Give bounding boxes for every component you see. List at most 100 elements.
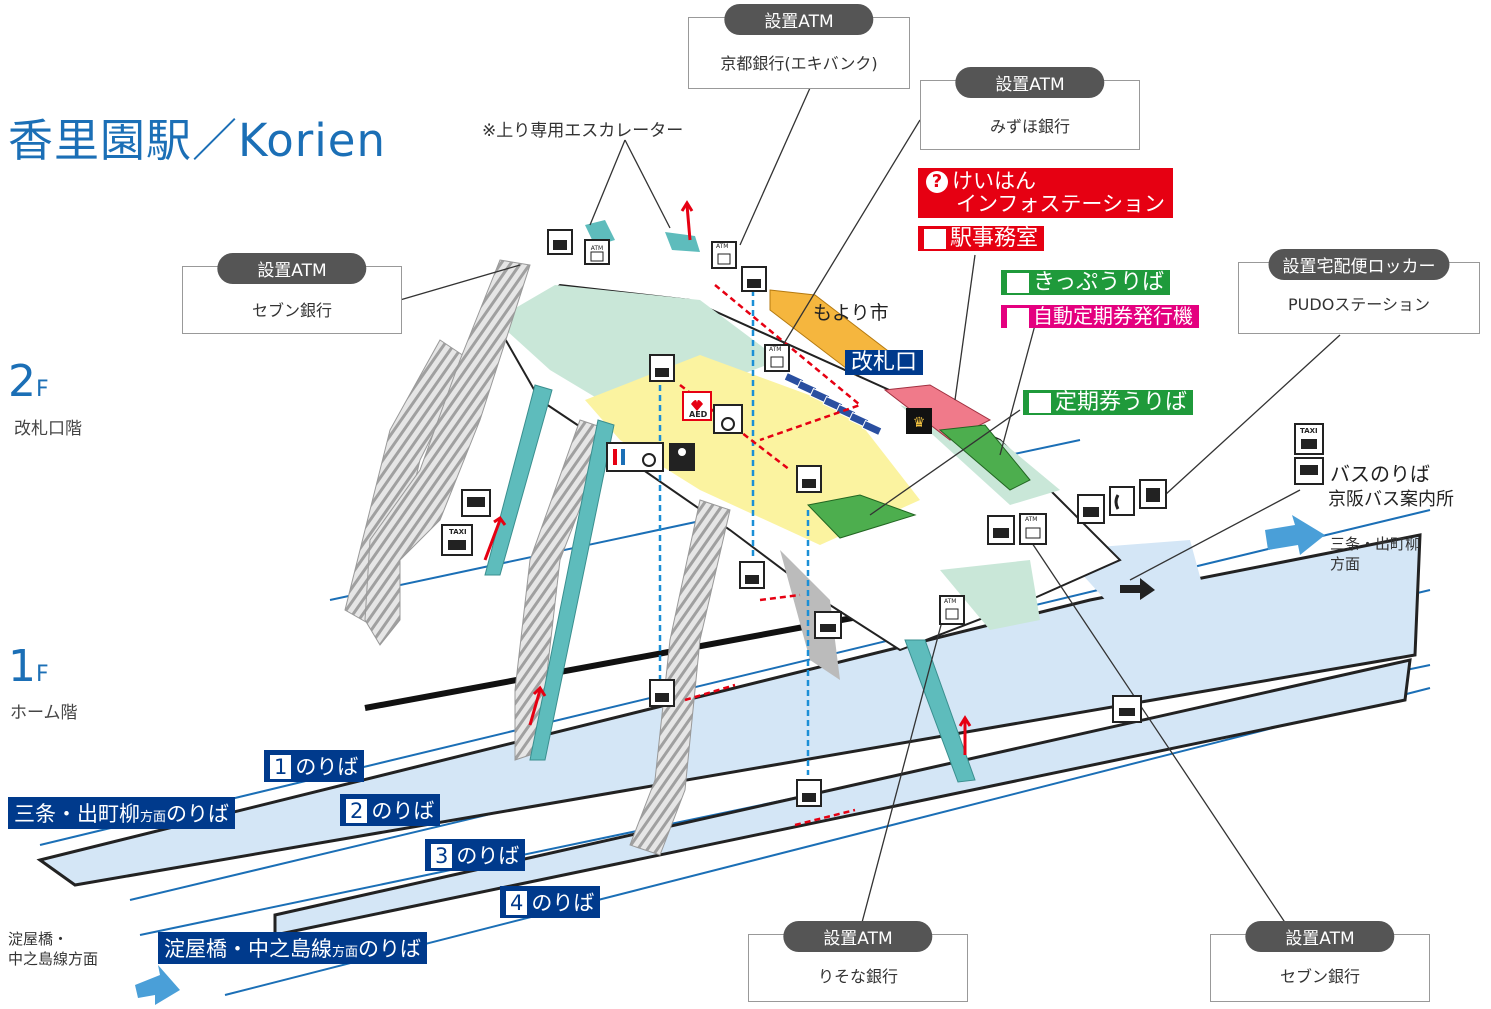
callout-name: 京都銀行(エキバンク) [720, 54, 878, 73]
atm-icon-kyoto [711, 241, 737, 269]
locker-icon-top [547, 229, 573, 255]
atm-icon-text: ATM [591, 245, 603, 252]
taxi-icon-right [1294, 423, 1324, 455]
ticket-sales-label: きっぷうりば [1001, 270, 1171, 296]
callout-atm-mizuho: 設置ATM みずほ銀行 [920, 67, 1140, 150]
callout-tag: 設置ATM [955, 67, 1105, 98]
sign-small: 方面 [332, 945, 359, 960]
exit-arrow [1120, 578, 1155, 600]
callout-name: みずほ銀行 [989, 117, 1070, 136]
callout-tag: 設置ATM [217, 253, 367, 284]
platform-number: 3 [431, 844, 453, 868]
waiting-room-icon-2 [1112, 695, 1142, 723]
floor-1f-name: ホーム階 [10, 703, 78, 723]
platform-number: 2 [346, 799, 368, 823]
sign-tail: のりば [166, 802, 230, 826]
sign-main: 淀屋橋・中之島線 [164, 937, 332, 961]
atm-icon-resona [939, 595, 965, 625]
direction-line: 三条・出町柳 [1330, 535, 1421, 553]
staff-icon [924, 229, 946, 249]
elevator-icon-6 [796, 779, 822, 807]
info-line2: インフォステーション [956, 192, 1165, 217]
pass-office-text: 定期券うりば [1055, 390, 1188, 415]
info-station-icon [906, 408, 932, 434]
atm-icon-text-resona: ATM [944, 598, 957, 605]
arrow-yodoyabashi [135, 965, 180, 1005]
floor-2f-number: 2 [8, 356, 36, 407]
floor-1f-letter: F [36, 662, 49, 687]
direction-yodoyabashi: 淀屋橋・ 中之島線方面 [8, 930, 98, 969]
callout-atm-kyoto: 設置ATM 京都銀行(エキバンク) [688, 4, 910, 89]
callout-tag: 設置ATM [1245, 921, 1395, 952]
pass-office-icon [1029, 393, 1051, 413]
escalator-top-2 [665, 232, 700, 252]
page-title: 香里園駅／Korien [8, 114, 387, 167]
arrow-sanjo [1265, 515, 1325, 555]
ticket-sales-text: きっぷうりば [1033, 270, 1165, 295]
elevator-icon-4 [739, 561, 765, 589]
phone-icon [1109, 486, 1135, 516]
waiting-room-icon-1 [814, 611, 842, 639]
station-office-text: 駅事務室 [950, 226, 1039, 251]
yodoyabashi-direction-sign: 淀屋橋・中之島線方面のりば [158, 932, 428, 964]
platform-text: のりば [531, 891, 595, 915]
ticket-gate-label: 改札口 [845, 350, 924, 376]
svg-text:♛: ♛ [913, 415, 926, 431]
platform-lower [273, 658, 1412, 937]
elevator-icon-3 [796, 465, 822, 493]
platform-text: のりば [295, 755, 359, 779]
stair-mid-2 [629, 499, 731, 856]
atm-icon-mizuho [764, 344, 790, 372]
escalator-note: ※上り専用エスカレーター [482, 121, 684, 141]
pictograms: ATM [441, 229, 1324, 807]
direction-line: 中之島線方面 [8, 949, 99, 968]
callout-name: セブン銀行 [1279, 967, 1360, 986]
bus-icon-left [461, 489, 491, 517]
pass-machine-icon [1007, 307, 1029, 328]
escalator-right [904, 639, 976, 783]
bus-info-label: 京阪バス案内所 [1328, 489, 1454, 510]
restroom-icon [606, 442, 664, 472]
callout-atm-resona: 設置ATM りそな銀行 [748, 921, 968, 1002]
atm-icon-text-seven: ATM [1025, 516, 1038, 523]
atm-icon-text-mizuho: ATM [769, 346, 782, 353]
atm-icon-top: ATM [584, 239, 610, 265]
moyori-market-label: もより市 [813, 302, 889, 324]
pass-sales-block [938, 424, 1031, 491]
concourse-mint-right [940, 560, 1040, 630]
callout-tag: 設置ATM [724, 4, 874, 35]
parcel-locker-icon [1139, 479, 1167, 509]
platform-number: 1 [270, 755, 292, 779]
elevator-icon-1 [741, 266, 767, 292]
floor-2f-letter: F [36, 377, 49, 402]
elevator-paths [658, 290, 810, 775]
direction-line: 方面 [1330, 554, 1361, 573]
escalator-mid [529, 419, 615, 761]
wheelchair-icon-1 [713, 404, 743, 434]
pass-machine-label: 自動定期券発行機 [1001, 305, 1199, 328]
locker-icon-right [1077, 494, 1105, 524]
floor-1f-number: 1 [8, 641, 36, 692]
escalator-direction-arrows [483, 200, 972, 755]
platform-text: のりば [456, 844, 520, 868]
callout-atm-seven-bottom: 設置ATM セブン銀行 [1210, 921, 1430, 1002]
stair-under-deck [780, 550, 840, 680]
info-line1: けいはん [952, 169, 1036, 193]
callout-atm-seven-top: 設置ATM セブン銀行 [182, 253, 402, 334]
pass-office-label: 定期券うりば [1023, 390, 1194, 416]
direction-line: 淀屋橋・ [8, 930, 69, 948]
floor-1f-marker: 1F [8, 645, 49, 689]
platform-text: のりば [371, 799, 435, 823]
taxi-icon-left [441, 524, 473, 556]
elevator-icon-5 [649, 679, 675, 707]
locker-icon-mid [987, 515, 1015, 545]
ticket-machine-icon [1007, 273, 1029, 293]
direction-sanjo: 三条・出町柳 方面 [1330, 535, 1420, 574]
escalator-left [484, 384, 553, 576]
aed-icon-text: AED [689, 410, 708, 419]
callout-name: セブン銀行 [251, 301, 332, 320]
